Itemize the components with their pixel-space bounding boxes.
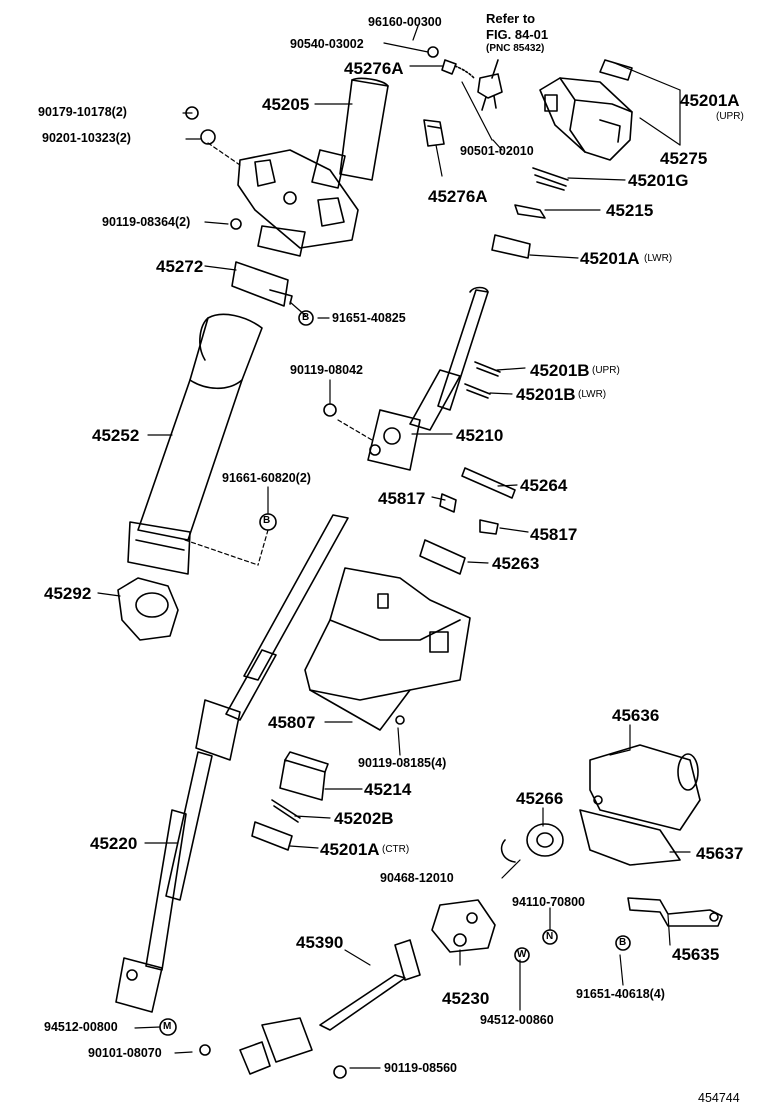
label-45272: 45272 — [156, 257, 204, 276]
label-45264: 45264 — [520, 476, 568, 495]
label-45220: 45220 — [90, 834, 138, 853]
label-45266: 45266 — [516, 789, 564, 808]
label-45292: 45292 — [44, 584, 92, 603]
label-45205: 45205 — [262, 95, 310, 114]
column-support-45807 — [304, 567, 471, 731]
qualifier-upr-45201A: (UPR) — [716, 111, 744, 122]
label-45807: 45807 — [268, 713, 316, 732]
label-90501-02010: 90501-02010 — [460, 144, 534, 158]
label-45276A-mid: 45276A — [428, 187, 488, 206]
label-45252: 45252 — [92, 426, 140, 445]
label-45635: 45635 — [672, 945, 720, 964]
lower-pads — [251, 751, 329, 851]
label-91651-40825: 91651-40825 — [332, 311, 406, 325]
label-91651-40618: 91651-40618(4) — [576, 987, 665, 1001]
label-94110-70800: 94110-70800 — [512, 895, 585, 909]
pads-and-springs — [491, 167, 569, 259]
label-45201G: 45201G — [628, 171, 689, 190]
qualifier-upr-45201B: (UPR) — [592, 365, 620, 376]
label-90468-12010: 90468-12010 — [380, 871, 454, 885]
column-bracket-45205 — [185, 77, 389, 257]
column-cover-45252 — [127, 313, 263, 575]
cover-45636-45637 — [579, 744, 701, 866]
label-45201A-lwr: 45201A — [580, 249, 640, 268]
label-90179-10178: 90179-10178(2) — [38, 105, 127, 119]
label-45201B-lwr: 45201B — [516, 385, 576, 404]
combination-switch-45275 — [539, 59, 633, 161]
fastener-mark-b-2: B — [302, 312, 310, 323]
fastener-mark-b-1: B — [263, 515, 271, 526]
refer-note-line3: (PNC 85432) — [486, 43, 545, 54]
label-91661-60820: 91661-60820(2) — [222, 471, 311, 485]
label-45201B-upr: 45201B — [530, 361, 590, 380]
label-96160-00300: 96160-00300 — [368, 15, 442, 29]
label-45817-b: 45817 — [530, 525, 578, 544]
figure-id: 454744 — [698, 1091, 740, 1105]
connector-parts — [427, 46, 503, 111]
part-45276A — [423, 119, 445, 147]
label-90101-08070: 90101-08070 — [88, 1046, 162, 1060]
label-90119-08364: 90119-08364(2) — [102, 215, 191, 229]
label-45817-a: 45817 — [378, 489, 426, 508]
small-brackets — [419, 467, 516, 575]
qualifier-lwr-45201B: (LWR) — [578, 389, 607, 400]
qualifier-ctr-45201A: (CTR) — [382, 844, 410, 855]
bracket-45635 — [627, 897, 723, 927]
label-45636: 45636 — [612, 706, 660, 725]
fastener-mark-n: N — [546, 931, 554, 942]
label-90540-03002: 90540-03002 — [290, 37, 364, 51]
label-45276A-top: 45276A — [344, 59, 404, 78]
fastener-mark-m: M — [163, 1021, 172, 1032]
label-45275: 45275 — [660, 149, 708, 168]
boot-45292 — [117, 577, 179, 641]
label-94512-00860: 94512-00860 — [480, 1013, 554, 1027]
label-90201-10323: 90201-10323(2) — [42, 131, 131, 145]
refer-note-line1: Refer to — [486, 11, 536, 26]
upper-shaft-45210 — [323, 286, 489, 471]
clamp-45272 — [231, 261, 314, 326]
leader-lines — [97, 25, 691, 1069]
label-45230: 45230 — [442, 989, 490, 1008]
bushing-45266 — [500, 823, 564, 863]
intermediate-shaft-45220 — [115, 514, 349, 1013]
label-45215: 45215 — [606, 201, 654, 220]
label-45214: 45214 — [364, 780, 412, 799]
label-90119-08560: 90119-08560 — [384, 1061, 457, 1075]
qualifier-lwr-45201A: (LWR) — [644, 253, 673, 264]
fastener-mark-w: W — [517, 949, 527, 960]
joint-45230 — [431, 899, 496, 953]
fastener-circles — [159, 513, 631, 1036]
label-90119-08042: 90119-08042 — [290, 363, 363, 377]
label-45201A-ctr: 45201A — [320, 840, 380, 859]
label-45210: 45210 — [456, 426, 504, 445]
label-45201A-upr: 45201A — [680, 91, 740, 110]
label-45637: 45637 — [696, 844, 744, 863]
lower-shaft-45390 — [199, 939, 421, 1079]
label-94512-00800: 94512-00800 — [44, 1020, 118, 1034]
fastener-mark-b-3: B — [619, 937, 627, 948]
label-90119-08185: 90119-08185(4) — [358, 756, 447, 770]
label-45202B: 45202B — [334, 809, 394, 828]
label-45390: 45390 — [296, 933, 344, 952]
label-45263: 45263 — [492, 554, 540, 573]
springs-45201B — [464, 361, 501, 399]
refer-note-line2: FIG. 84-01 — [486, 27, 549, 42]
